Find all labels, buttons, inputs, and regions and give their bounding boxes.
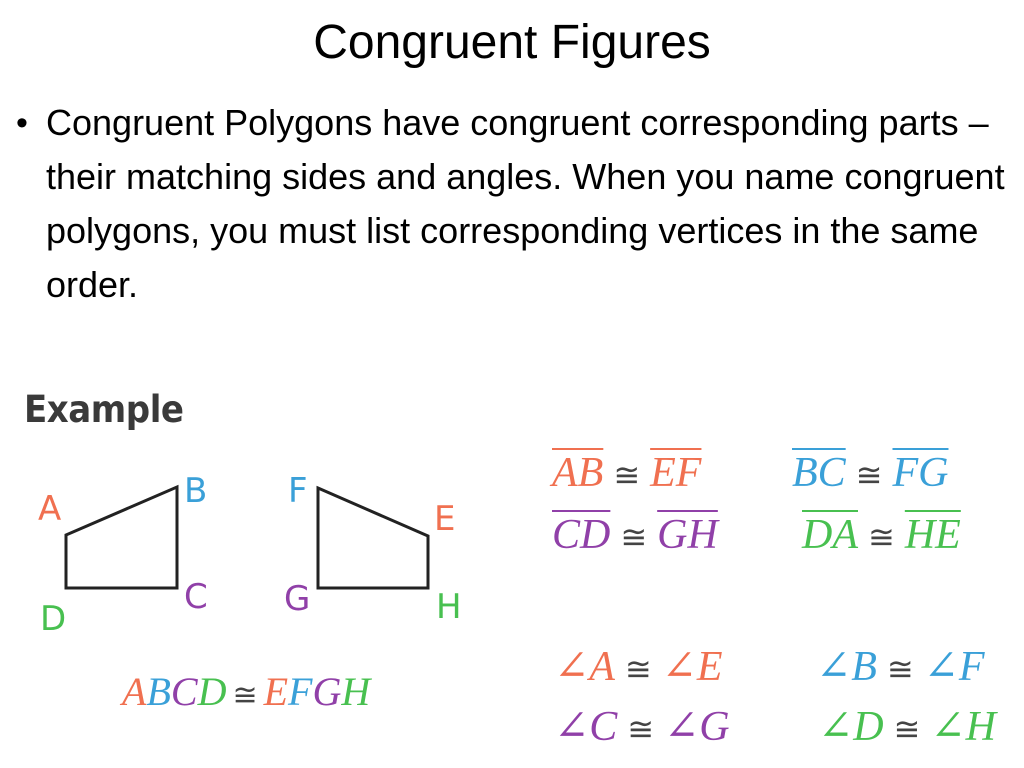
segment-left: DA — [802, 512, 858, 558]
congruent-symbol: ≅ — [886, 650, 914, 688]
angle-symbol: ∠ — [816, 644, 852, 690]
vertex-label-c: C — [184, 577, 208, 617]
angle-symbol: ∠ — [923, 644, 959, 690]
side-congruence-cd-gh: CD≅GH — [552, 514, 718, 556]
polygon-abcd — [64, 484, 179, 590]
congruence-name-statement: ABCD≅EFGH — [122, 668, 370, 715]
vertex-letter-e: E — [263, 669, 289, 714]
angle-right: H — [965, 704, 996, 750]
angle-right: E — [696, 644, 723, 690]
bullet-icon: • — [16, 104, 28, 142]
segment-right: FG — [892, 450, 949, 496]
slide-title: Congruent Figures — [313, 16, 711, 69]
angle-left: A — [589, 644, 615, 690]
angle-symbol: ∠ — [930, 704, 966, 750]
angle-left: C — [589, 704, 618, 750]
angle-symbol: ∠ — [661, 644, 697, 690]
angle-symbol: ∠ — [818, 704, 854, 750]
angle-congruence-b-f: ∠B≅∠F — [816, 646, 985, 688]
side-congruence-da-he: DA ≅HE — [802, 514, 961, 556]
vertex-letter-g: G — [312, 669, 342, 714]
vertex-label-e: E — [434, 499, 455, 539]
vertex-label-b: B — [184, 471, 207, 511]
congruent-symbol: ≅ — [627, 710, 655, 748]
angle-symbol: ∠ — [554, 644, 590, 690]
angle-congruence-c-g: ∠C≅∠G — [554, 706, 730, 748]
congruent-symbol: ≅ — [620, 518, 648, 556]
polygon-efgh — [316, 485, 430, 590]
vertex-label-a: A — [38, 489, 61, 529]
angle-right: F — [958, 644, 985, 690]
segment-right: EF — [650, 450, 702, 496]
example-label: Example — [24, 388, 184, 431]
vertex-label-g: G — [284, 579, 310, 619]
vertex-letter-h: H — [341, 669, 371, 714]
angle-left: D — [853, 704, 884, 750]
bullet-text: Congruent Polygons have congruent corres… — [46, 102, 1005, 305]
angle-right: G — [699, 704, 730, 750]
side-congruence-bc-fg: BC≅FG — [792, 452, 948, 494]
vertex-letter-d: D — [197, 669, 227, 714]
segment-right: HE — [904, 512, 961, 558]
congruent-symbol: ≅ — [624, 650, 652, 688]
vertex-label-d: D — [40, 599, 66, 639]
angle-congruence-d-h: ∠D≅∠H — [818, 706, 996, 748]
right-name: EFGH — [264, 669, 371, 714]
congruent-symbol: ≅ — [855, 456, 883, 494]
segment-left: BC — [792, 450, 846, 496]
vertex-label-f: F — [288, 471, 308, 511]
congruent-symbol: ≅ — [893, 710, 921, 748]
vertex-letter-c: C — [170, 669, 198, 714]
segment-right: GH — [657, 512, 718, 558]
bullet-point: • Congruent Polygons have congruent corr… — [16, 96, 1006, 312]
congruent-symbol: ≅ — [232, 678, 258, 713]
vertex-label-h: H — [436, 587, 462, 627]
angle-symbol: ∠ — [554, 704, 590, 750]
side-congruence-ab-ef: AB≅EF — [552, 452, 701, 494]
congruent-symbol: ≅ — [613, 456, 641, 494]
segment-left: AB — [552, 450, 604, 496]
vertex-letter-b: B — [146, 669, 171, 714]
left-name: ABCD — [122, 669, 226, 714]
vertex-letter-a: A — [122, 669, 147, 714]
vertex-letter-f: F — [288, 669, 313, 714]
angle-symbol: ∠ — [664, 704, 700, 750]
angle-congruence-a-e: ∠A≅∠E — [554, 646, 723, 688]
congruent-symbol: ≅ — [868, 518, 895, 556]
segment-left: CD — [552, 512, 611, 558]
angle-left: B — [851, 644, 877, 690]
